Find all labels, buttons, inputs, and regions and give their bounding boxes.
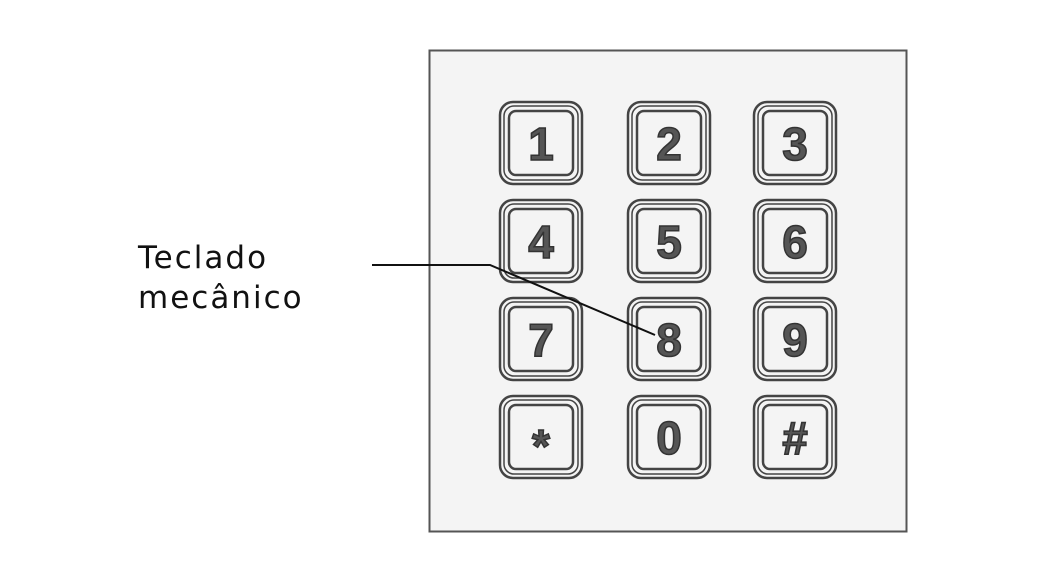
key-border [498,100,584,186]
key-label: # [782,412,808,464]
key-border [635,207,703,275]
key-label: 0 [656,412,682,464]
key-border [635,403,703,471]
key-border [752,296,838,382]
key-border [626,198,712,284]
key-4[interactable]: 4 [498,198,584,284]
key-border [503,105,579,181]
key-border [503,203,579,279]
key-border [631,203,707,279]
key-label: 6 [782,216,808,268]
key-border [507,207,575,275]
callout-line-1: Teclado [138,240,269,276]
key-border [503,399,579,475]
key-border [761,109,829,177]
key-3[interactable]: 3 [752,100,838,186]
callout-label: Teclado mecânico [138,238,304,318]
key-label: 2 [656,118,682,170]
key-label: 9 [782,314,808,366]
key-border [626,394,712,480]
key-border [626,296,712,382]
key-border [757,301,833,377]
key-6[interactable]: 6 [752,198,838,284]
key-hash[interactable]: # [752,394,838,480]
key-border [498,198,584,284]
key-border [757,399,833,475]
key-border [498,394,584,480]
key-9[interactable]: 9 [752,296,838,382]
callout-leader-line [372,264,656,336]
key-border [507,403,575,471]
key-label: * [532,420,550,472]
key-border [635,305,703,373]
key-border [631,301,707,377]
key-label: 8 [656,314,682,366]
key-border [635,109,703,177]
key-border [498,296,584,382]
key-7[interactable]: 7 [498,296,584,382]
key-border [761,305,829,373]
key-border [757,105,833,181]
key-0[interactable]: 0 [626,394,712,480]
key-2[interactable]: 2 [626,100,712,186]
key-label: 7 [528,314,554,366]
key-border [761,207,829,275]
key-label: 3 [782,118,808,170]
key-8[interactable]: 8 [626,296,712,382]
key-border [752,100,838,186]
key-border [507,109,575,177]
key-label: 5 [656,216,682,268]
key-1[interactable]: 1 [498,100,584,186]
key-border [757,203,833,279]
key-border [626,100,712,186]
key-border [631,105,707,181]
key-star[interactable]: * [498,394,584,480]
callout-line-2: mecânico [138,280,304,316]
key-border [631,399,707,475]
key-border [503,301,579,377]
key-border [761,403,829,471]
key-5[interactable]: 5 [626,198,712,284]
key-border [752,394,838,480]
key-label: 1 [528,118,554,170]
key-border [507,305,575,373]
key-label: 4 [528,216,554,268]
key-border [752,198,838,284]
